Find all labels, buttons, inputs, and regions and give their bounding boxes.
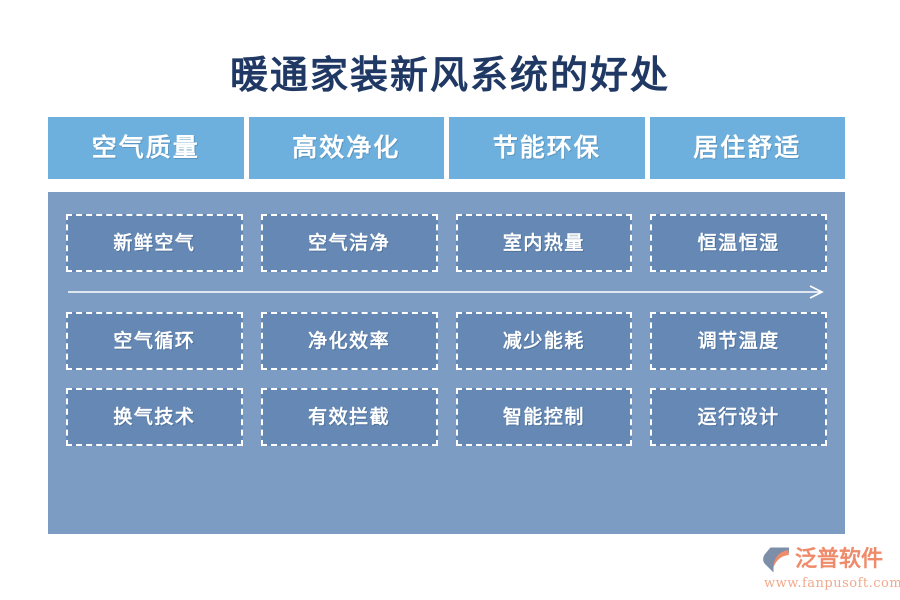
cell-effective-interception[interactable]: 有效拦截: [260, 388, 438, 446]
cell-intelligent-control[interactable]: 智能控制: [455, 388, 633, 446]
matrix-row: 空气循环 净化效率 减少能耗 调节温度: [66, 312, 827, 370]
tab-label: 居住舒适: [693, 133, 802, 162]
tab-label: 节能环保: [492, 133, 601, 162]
cell-label: 有效拦截: [308, 406, 391, 428]
tab-energy-saving[interactable]: 节能环保: [449, 117, 645, 179]
matrix-row: 换气技术 有效拦截 智能控制 运行设计: [66, 388, 827, 446]
cell-purification-efficiency[interactable]: 净化效率: [260, 312, 438, 370]
brand-logo: 泛普软件 www.fanpusoft.com: [762, 545, 900, 593]
tab-air-quality[interactable]: 空气质量: [48, 117, 244, 179]
cell-air-circulation[interactable]: 空气循环: [66, 312, 243, 370]
tab-label: 高效净化: [292, 133, 401, 162]
logo-row: 泛普软件: [762, 545, 892, 575]
cell-indoor-heat[interactable]: 室内热量: [455, 214, 633, 272]
cell-label: 新鲜空气: [113, 232, 196, 254]
cell-label: 智能控制: [502, 406, 585, 428]
cell-label: 减少能耗: [502, 330, 585, 352]
tab-high-efficiency-purification[interactable]: 高效净化: [248, 117, 444, 179]
cell-label: 空气循环: [113, 330, 196, 352]
matrix-row: 新鲜空气 空气洁净 室内热量 恒温恒湿: [66, 214, 827, 272]
tab-label: 空气质量: [91, 133, 200, 162]
row-spacer: [66, 370, 827, 388]
cell-label: 恒温恒湿: [697, 232, 780, 254]
cell-label: 调节温度: [697, 330, 780, 352]
logo-wordmark: 泛普软件: [795, 547, 884, 572]
cell-label: 室内热量: [502, 232, 585, 254]
cell-fresh-air[interactable]: 新鲜空气: [66, 214, 243, 272]
logo-url: www.fanpusoft.com: [764, 576, 900, 591]
cell-reduce-energy-consumption[interactable]: 减少能耗: [455, 312, 633, 370]
fanpu-shield-icon: [763, 547, 789, 573]
cell-label: 净化效率: [308, 330, 391, 352]
benefits-panel: 新鲜空气 空气洁净 室内热量 恒温恒湿 空气循环 净化效率 减少能耗 调节温度: [48, 192, 845, 534]
category-tabs: 空气质量 高效净化 节能环保 居住舒适: [48, 117, 845, 179]
cell-label: 换气技术: [113, 406, 196, 428]
cell-label: 运行设计: [697, 406, 780, 428]
cell-label: 空气洁净: [308, 232, 391, 254]
cell-operation-design[interactable]: 运行设计: [650, 388, 827, 446]
tab-living-comfort[interactable]: 居住舒适: [649, 117, 845, 179]
cell-ventilation-technology[interactable]: 换气技术: [66, 388, 243, 446]
cell-constant-temp-humidity[interactable]: 恒温恒湿: [650, 214, 827, 272]
page-title: 暖通家装新风系统的好处: [229, 52, 670, 97]
right-arrow-icon: [68, 285, 824, 299]
cell-regulate-temperature[interactable]: 调节温度: [650, 312, 827, 370]
cell-clean-air[interactable]: 空气洁净: [260, 214, 438, 272]
flow-arrow: [66, 272, 827, 312]
